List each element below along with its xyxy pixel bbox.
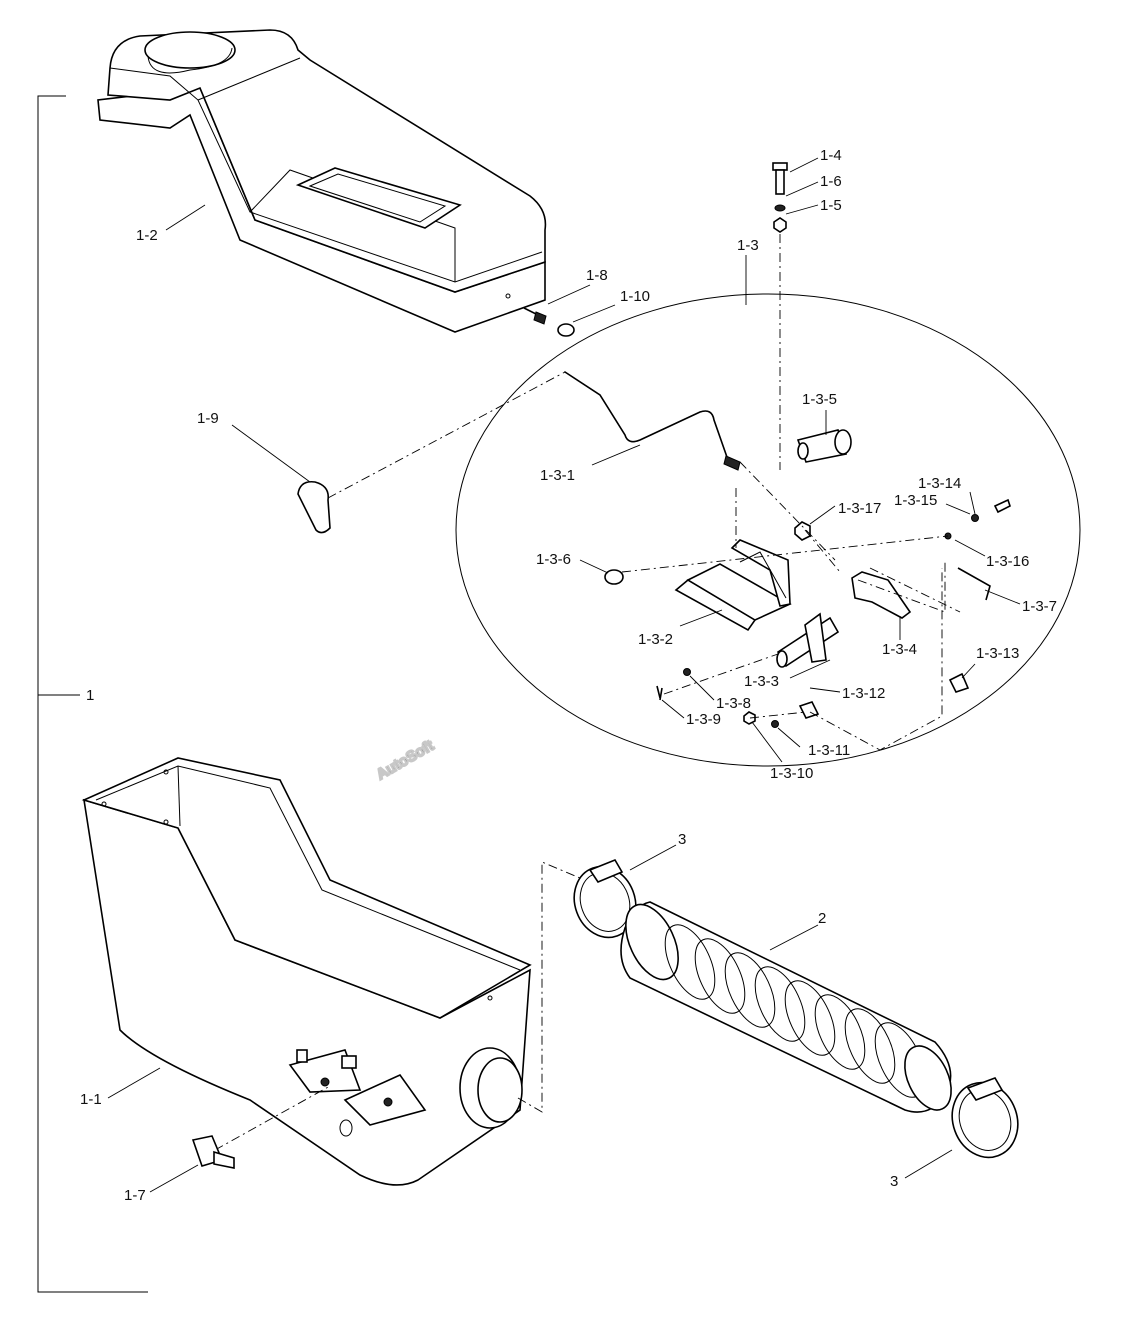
knob-part	[297, 480, 331, 534]
callout-1-7: 1-7	[124, 1187, 146, 1204]
callout-3-bottom: 3	[890, 1173, 898, 1190]
bracket-part	[674, 539, 792, 632]
callout-1-3-7: 1-3-7	[1022, 598, 1057, 615]
callout-1-3-13: 1-3-13	[976, 645, 1019, 662]
callout-1-3-12: 1-3-12	[842, 685, 885, 702]
bolt-1-3-14	[993, 498, 1011, 514]
plug-1-10	[557, 323, 575, 337]
corrugated-hose	[620, 901, 952, 1113]
callout-1-1: 1-1	[80, 1091, 102, 1108]
callout-1-3-4: 1-3-4	[882, 641, 917, 658]
callout-1-3-9: 1-3-9	[686, 711, 721, 728]
callout-1-3-17: 1-3-17	[838, 500, 881, 517]
switch-1-7	[191, 1135, 235, 1169]
hose-assembly-line	[517, 861, 581, 1113]
bolt-stack	[772, 162, 788, 233]
assembly-lines	[621, 461, 961, 751]
callout-1-3-16: 1-3-16	[986, 553, 1029, 570]
callout-1-3-8: 1-3-8	[716, 695, 751, 712]
cotter-pin-1-3-9	[656, 685, 663, 701]
screw-1-8	[523, 307, 547, 325]
pin-part	[796, 429, 852, 463]
shaft-part	[776, 612, 840, 668]
callout-1-3-1: 1-3-1	[540, 467, 575, 484]
ring-1-3-6	[604, 569, 624, 585]
callout-1-3-11: 1-3-11	[808, 742, 850, 759]
callout-1-3-10: 1-3-10	[770, 765, 813, 782]
rod-1-3-7	[957, 567, 991, 601]
callout-1-3-2: 1-3-2	[638, 631, 673, 648]
lower-housing-part	[81, 757, 532, 1186]
console-cover-part	[97, 29, 547, 333]
callout-1-8: 1-8	[586, 267, 608, 284]
washer-1-3-11	[771, 720, 779, 728]
callout-1-6: 1-6	[820, 173, 842, 190]
hose-clamp-bottom	[951, 1077, 1019, 1159]
detail-view-ellipse	[455, 293, 1081, 767]
washer-1-3-15	[971, 514, 979, 522]
callout-1-3-14: 1-3-14	[918, 475, 961, 492]
nut-1-3-17	[794, 521, 811, 541]
plate-1-3-4	[851, 571, 912, 619]
fitting-1-3-12	[798, 701, 820, 719]
callout-1: 1	[86, 687, 94, 704]
callout-1-3-15: 1-3-15	[894, 492, 937, 509]
callout-2: 2	[818, 910, 826, 927]
callout-1-3-5: 1-3-5	[802, 391, 837, 408]
callout-1-2: 1-2	[136, 227, 158, 244]
callout-3-top: 3	[678, 831, 686, 848]
callout-1-3-3: 1-3-3	[744, 673, 779, 690]
leader-lines	[107, 157, 1021, 1193]
callout-1-3: 1-3	[737, 237, 759, 254]
nut-1-3-10	[743, 711, 756, 725]
clip-1-3-13	[948, 672, 970, 693]
callout-labels: 1 1-1 1-2 1-3 1-4 1-5 1-6 1-7 1-8 1-9 1-…	[80, 147, 1057, 1204]
hose-clamp-top	[573, 859, 637, 939]
callout-1-10: 1-10	[620, 288, 650, 305]
switch-assembly	[288, 1049, 427, 1126]
assembly-bracket	[37, 95, 148, 1293]
lever-rod	[564, 371, 741, 471]
callout-1-9: 1-9	[197, 410, 219, 427]
callout-1-5: 1-5	[820, 197, 842, 214]
callout-1-4: 1-4	[820, 147, 842, 164]
washer-1-3-8	[683, 668, 691, 676]
callout-1-3-6: 1-3-6	[536, 551, 571, 568]
watermark-text: AutoSoft	[374, 737, 437, 783]
